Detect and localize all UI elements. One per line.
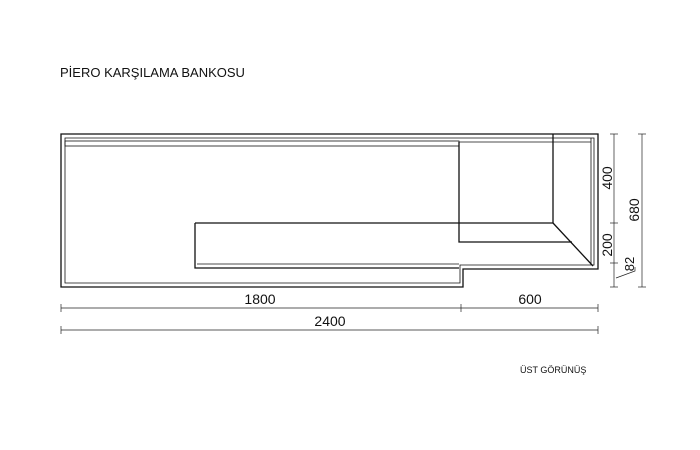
- dim-82: 82: [622, 257, 637, 271]
- dim-2400: 2400: [314, 313, 345, 329]
- top-shelf-strip: [64, 140, 460, 147]
- dim-200: 200: [599, 233, 615, 257]
- dim-600: 600: [518, 291, 542, 307]
- horizontal-dimensions: 1800 600 2400: [60, 291, 599, 334]
- drawing-title: PİERO KARŞILAMA BANKOSU: [60, 65, 245, 80]
- dim-680: 680: [626, 198, 642, 222]
- dim-1800: 1800: [244, 291, 275, 307]
- vertical-dimensions: 400 200 82 680: [599, 133, 646, 288]
- view-label: ÜST GÖRÜNÜŞ: [520, 365, 586, 375]
- corner-unit: [458, 134, 594, 267]
- desk-outline: [60, 133, 599, 288]
- lower-shelf: [194, 222, 459, 269]
- dim-400: 400: [599, 166, 615, 190]
